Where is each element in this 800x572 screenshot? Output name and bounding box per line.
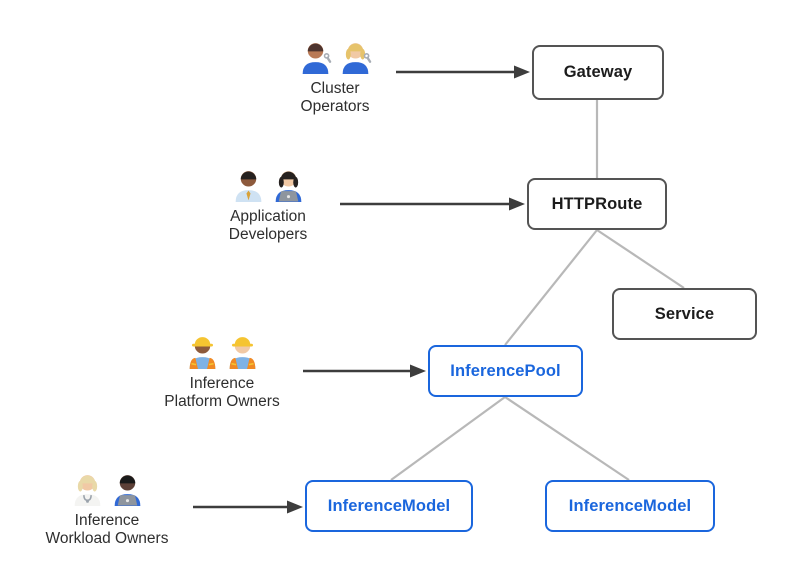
man-office-worker-emoji bbox=[230, 166, 267, 203]
arrow-platform-owners-to-inferencepool bbox=[303, 364, 426, 378]
man-technologist-emoji bbox=[109, 470, 146, 507]
cluster-operators-emoji-row bbox=[297, 35, 374, 75]
edge-httproute-inferencepool bbox=[504, 229, 598, 346]
persona-inference-workload-owners: Inference Workload Owners bbox=[17, 467, 197, 549]
app-developers-emoji-row bbox=[230, 163, 307, 203]
persona-label: Inference Workload Owners bbox=[45, 512, 169, 548]
man-construction-worker-emoji bbox=[224, 333, 261, 370]
workload-owners-emoji-row bbox=[69, 467, 146, 507]
edge-inferencepool-model-right bbox=[504, 396, 630, 481]
node-inferencepool: InferencePool bbox=[428, 345, 583, 397]
node-gateway: Gateway bbox=[532, 45, 664, 100]
node-service: Service bbox=[612, 288, 757, 340]
edge-inferencepool-model-left bbox=[390, 396, 506, 481]
edge-httproute-service bbox=[596, 229, 685, 289]
node-httproute: HTTPRoute bbox=[527, 178, 667, 230]
woman-mechanic-emoji bbox=[337, 38, 374, 75]
persona-cluster-operators: Cluster Operators bbox=[255, 35, 415, 117]
persona-label: Cluster Operators bbox=[300, 80, 370, 116]
persona-inference-platform-owners: Inference Platform Owners bbox=[132, 330, 312, 412]
arrow-workload-owners-to-inferencemodel bbox=[193, 500, 303, 514]
persona-label: Inference Platform Owners bbox=[164, 375, 280, 411]
persona-application-developers: Application Developers bbox=[188, 163, 348, 245]
persona-label: Application Developers bbox=[228, 208, 308, 244]
health-worker-emoji bbox=[69, 470, 106, 507]
platform-owners-emoji-row bbox=[184, 330, 261, 370]
node-inferencemodel-left: InferenceModel bbox=[305, 480, 473, 532]
arrow-app-developers-to-httproute bbox=[340, 197, 525, 211]
man-mechanic-emoji bbox=[297, 38, 334, 75]
arrow-cluster-operators-to-gateway bbox=[396, 65, 530, 79]
woman-construction-worker-emoji bbox=[184, 333, 221, 370]
woman-technologist-emoji bbox=[270, 166, 307, 203]
node-inferencemodel-right: InferenceModel bbox=[545, 480, 715, 532]
